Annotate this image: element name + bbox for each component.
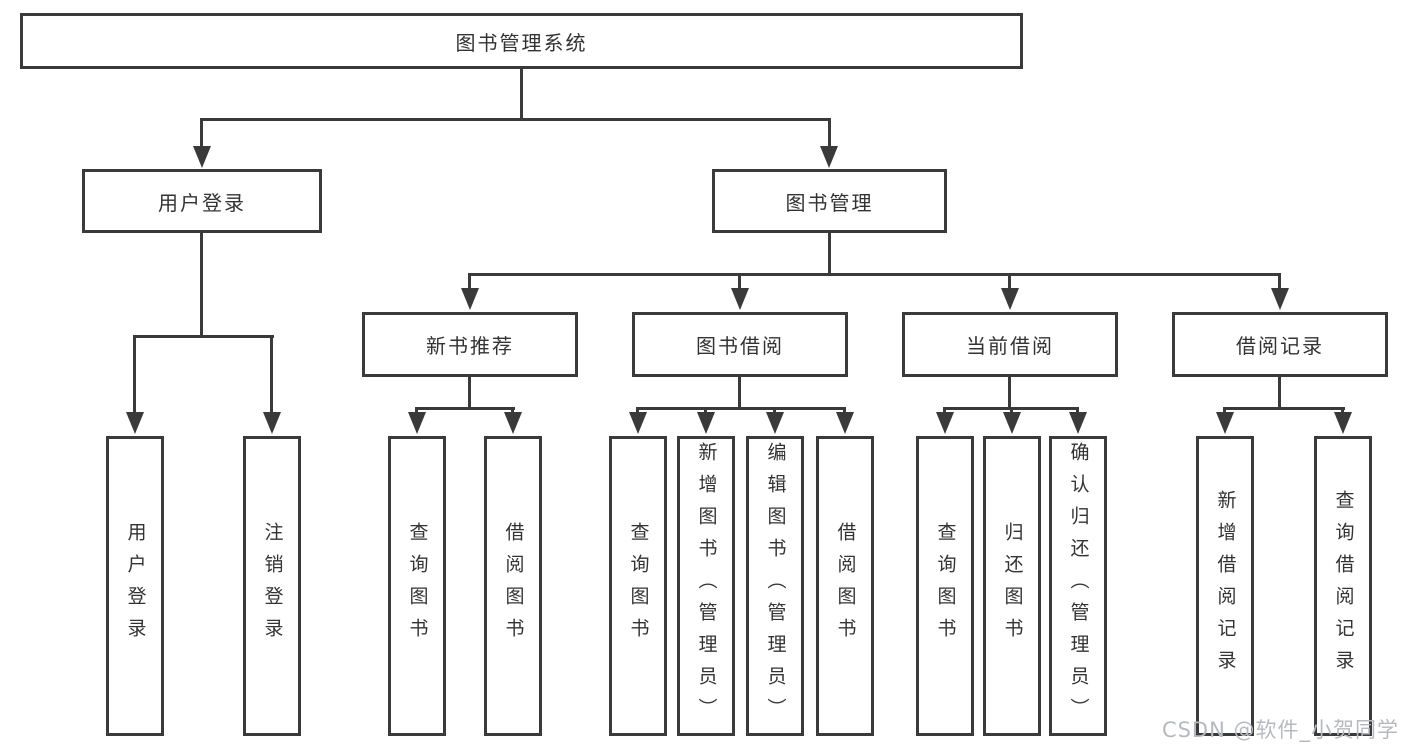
connector-drop-leaf-login (133, 335, 136, 412)
arrowhead-icon (820, 146, 838, 168)
arrowhead-icon (408, 412, 426, 434)
watermark: CSDN @软件_小贺同学 (1161, 718, 1399, 742)
connector-drop (511, 407, 514, 413)
leaf-add-book-admin: 新增图书（管理员） (677, 436, 735, 736)
connector-drop-borrow (738, 273, 741, 290)
arrowhead-icon (731, 288, 749, 310)
connector-drop-recommend (468, 273, 471, 290)
connector-mgmt-trunk (828, 233, 831, 273)
node-book-borrow: 图书借阅 (632, 312, 848, 377)
leaf-return-book: 归还图书 (983, 436, 1041, 736)
connector-login-bus (133, 335, 274, 338)
node-user-login: 用户登录 (82, 169, 322, 233)
connector-root-trunk (520, 69, 523, 118)
arrowhead-icon (1334, 412, 1352, 434)
arrowhead-icon (263, 412, 281, 434)
connector-drop-current (1008, 273, 1011, 290)
connector-drop (704, 407, 707, 413)
arrowhead-icon (193, 146, 211, 168)
arrowhead-icon (629, 412, 647, 434)
leaf-query-books-current: 查询图书 (916, 436, 974, 736)
arrowhead-icon (504, 412, 522, 434)
connector-drop (415, 407, 418, 413)
node-current-borrow: 当前借阅 (902, 312, 1118, 377)
connector-drop-mgmt (828, 118, 831, 146)
arrowhead-icon (836, 412, 854, 434)
leaf-borrow-books-recommend: 借阅图书 (484, 436, 542, 736)
arrowhead-icon (126, 412, 144, 434)
connector-drop (1341, 407, 1344, 413)
connector-drop (636, 407, 639, 413)
connector-records-bus (1223, 407, 1345, 410)
arrowhead-icon (697, 412, 715, 434)
node-library-system: 图书管理系统 (20, 13, 1023, 69)
leaf-query-books-recommend: 查询图书 (388, 436, 446, 736)
arrowhead-icon (1069, 412, 1087, 434)
arrowhead-icon (1216, 412, 1234, 434)
node-book-management: 图书管理 (712, 169, 947, 233)
leaf-logout: 注销登录 (243, 436, 301, 736)
connector-drop-leaf-logout (270, 335, 273, 412)
connector-drop-login (200, 118, 203, 146)
connector-drop (1076, 407, 1079, 413)
arrowhead-icon (461, 288, 479, 310)
arrowhead-icon (766, 412, 784, 434)
leaf-borrow-books: 借阅图书 (816, 436, 874, 736)
leaf-query-borrow-record: 查询借阅记录 (1314, 436, 1372, 736)
connector-drop (843, 407, 846, 413)
connector-current-trunk (1008, 377, 1011, 407)
node-borrow-records: 借阅记录 (1172, 312, 1388, 377)
connector-root-bus (200, 118, 831, 121)
leaf-user-login: 用户登录 (106, 436, 164, 736)
connector-drop (1010, 407, 1013, 413)
leaf-query-books-borrow: 查询图书 (609, 436, 667, 736)
arrowhead-icon (1003, 412, 1021, 434)
connector-recommend-trunk (468, 377, 471, 407)
connector-borrow-bus (636, 407, 846, 410)
connector-borrow-trunk (738, 377, 741, 407)
connector-login-trunk (200, 233, 203, 335)
connector-drop (773, 407, 776, 413)
arrowhead-icon (1001, 288, 1019, 310)
connector-drop (943, 407, 946, 413)
connector-recommend-bus (415, 407, 515, 410)
arrowhead-icon (936, 412, 954, 434)
leaf-add-borrow-record: 新增借阅记录 (1196, 436, 1254, 736)
connector-drop-records (1278, 273, 1281, 290)
node-new-book-recommend: 新书推荐 (362, 312, 578, 377)
connector-drop (1223, 407, 1226, 413)
connector-mgmt-bus (468, 273, 1281, 276)
leaf-confirm-return-admin: 确认归还（管理员） (1049, 436, 1107, 736)
arrowhead-icon (1271, 288, 1289, 310)
connector-records-trunk (1278, 377, 1281, 407)
leaf-edit-book-admin: 编辑图书（管理员） (746, 436, 804, 736)
